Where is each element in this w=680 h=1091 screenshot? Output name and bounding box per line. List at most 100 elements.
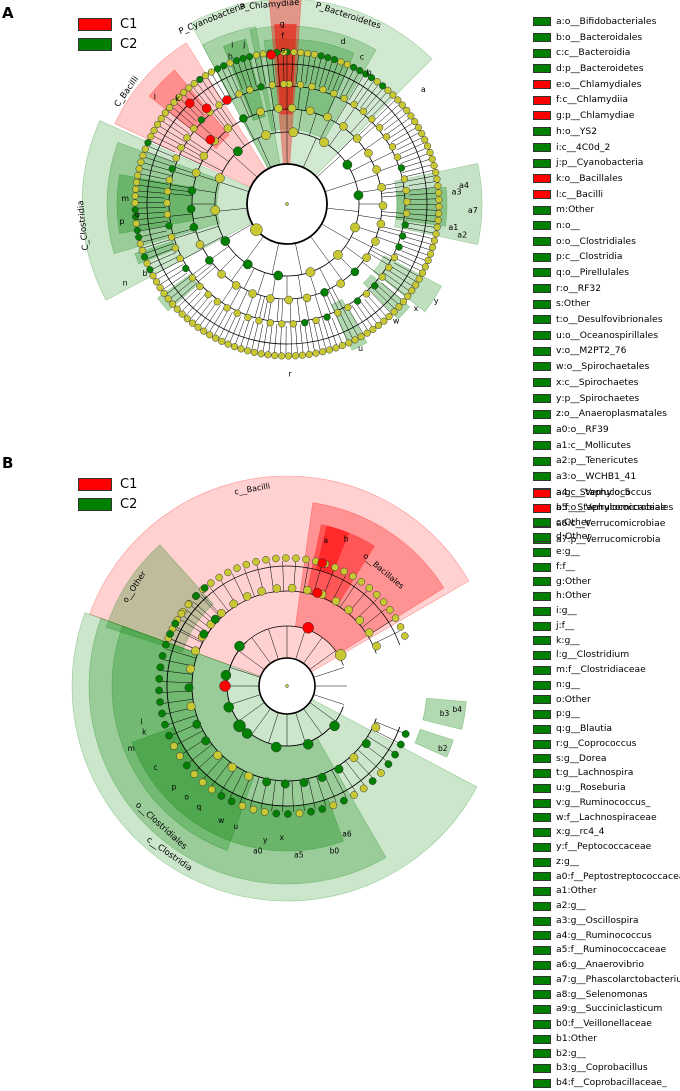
taxon-node [183, 762, 190, 769]
taxon-node [208, 786, 215, 793]
taxa-legend-key: a0 [556, 422, 567, 438]
tree-branch [320, 268, 330, 288]
taxon-node [297, 81, 304, 88]
taxon-node [404, 293, 411, 300]
taxon-node [267, 319, 274, 326]
taxa-legend-name: c__Bacilli [562, 187, 603, 203]
taxon-node [350, 753, 358, 761]
taxon-node [303, 739, 313, 749]
taxa-legend-row: b4: f__Coprobacillaceae_ [533, 1076, 680, 1091]
tree-branch [355, 175, 377, 182]
taxon-node [335, 765, 343, 773]
taxon-node [197, 283, 204, 290]
taxon-node [247, 86, 254, 93]
tree-branch [297, 298, 299, 321]
taxa-legend-key: m [556, 663, 565, 678]
taxon-node [262, 778, 270, 786]
taxon-node [132, 186, 139, 193]
taxon-node [313, 317, 320, 324]
node-code-label: o [184, 792, 189, 801]
taxon-node [206, 135, 215, 144]
taxon-node [161, 290, 168, 297]
taxa-legend-row: a1: Other [533, 884, 680, 899]
taxa-legend-row: w: f__Lachnospiraceae [533, 811, 680, 826]
taxa-legend-swatch [533, 504, 551, 513]
taxa-legend-row: q: g__Blautia [533, 722, 680, 737]
node-code-label: p [172, 783, 177, 792]
taxon-node [365, 629, 373, 637]
node-code-label: l [140, 717, 142, 726]
taxon-node [360, 108, 367, 115]
taxon-node [150, 273, 157, 280]
taxa-legend-row: b: o__Bacteroidales [533, 30, 673, 46]
tree-branch [397, 138, 422, 150]
taxon-node [165, 732, 172, 739]
taxa-legend-name: g__Clostridium [562, 648, 629, 663]
taxa-legend-name: f__ [562, 619, 574, 634]
node-code-label: x [279, 833, 284, 842]
taxa-legend-name: o__Anaeroplasmatales [564, 406, 667, 422]
taxon-node [364, 149, 372, 157]
taxa-legend-name: f__Coprobacillaceae_ [571, 1076, 667, 1091]
taxon-node [435, 210, 442, 217]
taxa-legend-swatch [533, 563, 551, 572]
taxon-node [258, 587, 266, 595]
taxon-node [433, 231, 440, 238]
taxa-legend-name: o__ [565, 218, 580, 234]
taxon-node [224, 305, 231, 312]
taxon-node [225, 341, 232, 348]
taxon-node [306, 351, 313, 358]
node-code-label: c [360, 52, 364, 61]
taxa-legend-row: a2: g__ [533, 899, 680, 914]
node-code-label: b0 [330, 846, 340, 855]
taxa-legend-row: j: p__Cyanobacteria [533, 155, 673, 171]
taxa-legend-name: o__Bifidobacteriales [565, 14, 657, 30]
taxon-node [267, 50, 276, 59]
taxon-node [288, 104, 296, 112]
taxa-legend-key: a6 [556, 958, 567, 973]
taxon-node [358, 333, 365, 340]
taxon-node [333, 250, 342, 259]
taxon-node [212, 335, 219, 342]
tree-branch [305, 323, 309, 352]
taxon-node [193, 720, 201, 728]
taxon-node [301, 319, 308, 326]
taxon-node [215, 174, 224, 183]
taxon-node [202, 737, 210, 745]
taxa-legend-swatch [533, 64, 551, 73]
taxa-legend-swatch [533, 577, 551, 586]
taxon-node [319, 805, 326, 812]
node-code-label: a7 [468, 206, 478, 215]
taxon-node [136, 165, 143, 172]
tree-branch [277, 299, 279, 322]
taxon-node [373, 642, 381, 650]
node-code-label: p [119, 217, 124, 226]
taxa-legend-name: c__Mollicutes [571, 438, 631, 454]
taxon-node [140, 152, 147, 159]
taxon-node [133, 179, 140, 186]
taxon-node [260, 51, 267, 58]
taxa-legend-key: a7 [556, 973, 567, 988]
tree-branch [210, 246, 229, 260]
taxon-node [169, 166, 176, 173]
taxon-node [218, 792, 225, 799]
taxa-legend-key: a2 [556, 899, 567, 914]
taxa-legend-row: s: Other [533, 296, 673, 312]
taxon-node [290, 320, 297, 327]
taxon-node [392, 615, 399, 622]
taxa-legend-row: a: o__Bifidobacteriales [533, 14, 673, 30]
taxa-legend-name: g__Blautia [565, 722, 612, 737]
taxon-node [249, 290, 257, 298]
taxon-node [172, 245, 179, 252]
taxon-node [374, 78, 381, 85]
taxon-node [376, 124, 383, 131]
taxon-node [211, 615, 219, 623]
taxon-node [205, 291, 212, 298]
taxa-legend-swatch [533, 769, 551, 778]
taxon-node [214, 298, 221, 305]
taxon-node [133, 220, 140, 227]
taxon-node [337, 280, 345, 288]
tree-branch [238, 290, 248, 311]
taxon-node [326, 347, 333, 354]
